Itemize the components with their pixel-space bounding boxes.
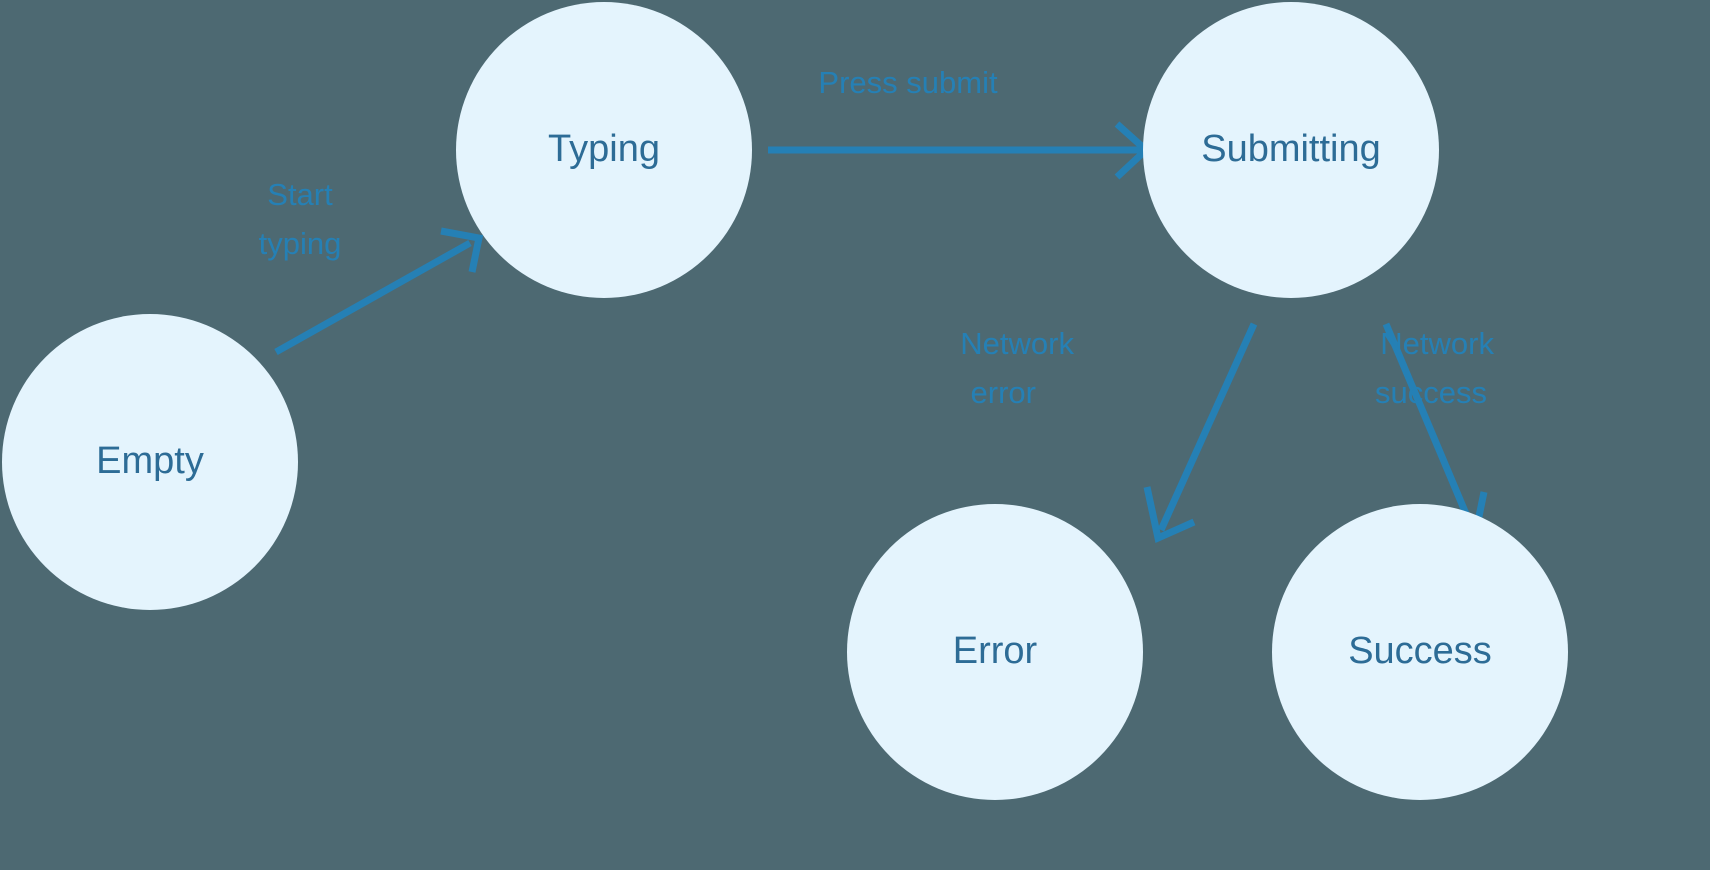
node-typing-circle[interactable] <box>456 2 752 298</box>
node-empty[interactable]: Empty <box>2 314 298 610</box>
node-error[interactable]: Error <box>847 504 1143 800</box>
edge-label-submitting-to-success-line-2: success <box>1375 375 1487 410</box>
node-typing[interactable]: Typing <box>456 2 752 298</box>
edge-label-submitting-to-error-line-1: Network <box>960 326 1074 361</box>
edge-label-submitting-to-success: Network success <box>1375 326 1494 410</box>
edge-submitting-to-error <box>1143 322 1258 543</box>
edge-label-typing-to-submitting: Press submit <box>818 65 998 100</box>
edge-submitting-to-error-arrowhead <box>1143 486 1196 543</box>
node-submitting[interactable]: Submitting <box>1143 2 1439 298</box>
edge-label-submitting-to-error-line-2: error <box>971 375 1036 410</box>
node-submitting-circle[interactable] <box>1143 2 1439 298</box>
edge-label-submitting-to-error: Network error <box>960 326 1074 410</box>
edge-label-empty-to-typing-line-2: typing <box>259 226 342 261</box>
edge-label-empty-to-typing-line-1: Start <box>267 177 333 212</box>
node-success-label: Success <box>1348 630 1492 672</box>
edge-label-submitting-to-success-line-1: Network <box>1380 326 1494 361</box>
node-typing-label: Typing <box>548 128 660 170</box>
node-error-circle[interactable] <box>847 504 1143 800</box>
node-empty-circle[interactable] <box>2 314 298 610</box>
node-error-label: Error <box>953 630 1038 672</box>
edge-typing-to-submitting <box>768 121 1152 180</box>
edge-label-typing-to-submitting-line-1: Press submit <box>818 65 998 100</box>
edge-submitting-to-error-line <box>1157 322 1258 532</box>
node-submitting-label: Submitting <box>1201 128 1381 170</box>
edge-empty-to-typing <box>274 227 484 356</box>
node-success[interactable]: Success <box>1272 504 1568 800</box>
node-success-circle[interactable] <box>1272 504 1568 800</box>
edge-submitting-to-success-line <box>1382 322 1476 530</box>
edge-label-empty-to-typing: Start typing <box>259 177 342 261</box>
edge-empty-to-typing-arrowhead <box>440 227 484 273</box>
edge-empty-to-typing-line <box>274 239 472 356</box>
node-empty-label: Empty <box>96 440 204 482</box>
